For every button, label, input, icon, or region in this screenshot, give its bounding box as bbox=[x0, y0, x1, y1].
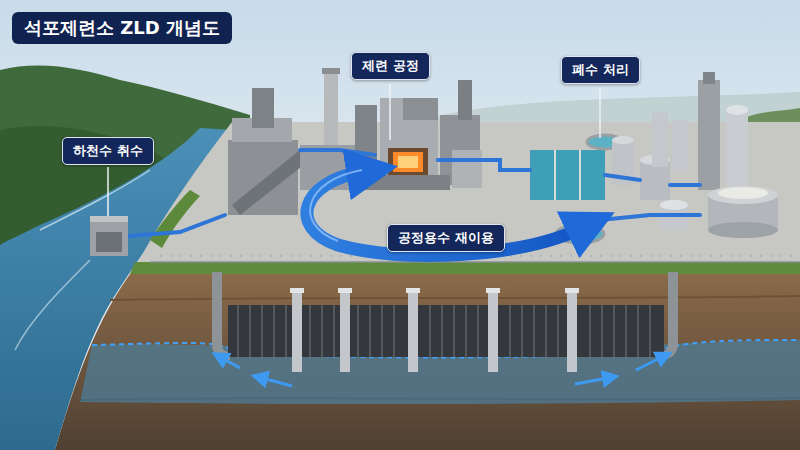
intake-structure bbox=[90, 216, 128, 256]
intake-structure bbox=[90, 216, 128, 222]
callout-box: 폐수 처리 bbox=[561, 56, 640, 84]
cutoff-wall bbox=[212, 272, 230, 360]
sky bbox=[0, 0, 800, 300]
smelting-plant bbox=[393, 152, 423, 172]
wastewater-plant bbox=[703, 72, 715, 84]
leader-lines bbox=[107, 167, 109, 216]
smelting-plant bbox=[458, 80, 472, 120]
smelting-plant bbox=[388, 148, 428, 176]
leader-lines bbox=[599, 87, 601, 138]
smelting-plant bbox=[360, 175, 450, 190]
wastewater-plant bbox=[612, 136, 634, 144]
flow-arrows bbox=[262, 378, 292, 386]
title-text: 석포제련소 ZLD 개념도 bbox=[24, 17, 220, 39]
flow-arrows bbox=[222, 358, 240, 368]
wastewater-plant bbox=[530, 150, 605, 200]
ground-section bbox=[55, 274, 800, 450]
callout-label: 제련 공정 bbox=[362, 58, 419, 74]
flow-arrows bbox=[222, 357, 662, 386]
callout-label: 공정용수 재이용 bbox=[398, 230, 494, 246]
callout-box: 하천수 취수 bbox=[62, 137, 154, 165]
blue-pipes bbox=[605, 175, 640, 180]
leader-lines bbox=[108, 84, 600, 216]
wastewater-plant bbox=[660, 200, 688, 210]
wastewater-plant bbox=[554, 150, 556, 200]
mountains bbox=[0, 65, 800, 270]
callout-label: 하천수 취수 bbox=[73, 143, 143, 159]
wastewater-plant bbox=[708, 186, 778, 204]
wastewater-plant bbox=[718, 187, 768, 199]
smelting-plant bbox=[380, 98, 438, 178]
smelting-plant bbox=[452, 150, 482, 188]
wastewater-plant bbox=[708, 222, 778, 238]
blue-pipes bbox=[438, 160, 530, 170]
wastewater-plant bbox=[672, 120, 688, 170]
wells bbox=[290, 288, 304, 293]
wastewater-plant bbox=[726, 105, 748, 115]
river bbox=[15, 260, 90, 350]
cutoff-wall bbox=[212, 272, 678, 360]
wells bbox=[338, 288, 352, 293]
reuse-loop-arrow bbox=[310, 170, 362, 241]
blue-pipes bbox=[600, 215, 700, 220]
wells bbox=[406, 288, 420, 293]
wells bbox=[488, 290, 498, 372]
callout-box: 제련 공정 bbox=[351, 52, 430, 80]
smelting-plant bbox=[322, 68, 340, 74]
ground-section bbox=[55, 274, 800, 450]
flow-arrows bbox=[636, 357, 662, 370]
smelting-plant bbox=[232, 150, 310, 215]
smelting-plant bbox=[228, 68, 482, 215]
sky bbox=[0, 0, 800, 300]
wastewater-plant bbox=[698, 80, 720, 190]
blue-pipes bbox=[128, 215, 225, 236]
intake-structure bbox=[90, 220, 128, 256]
plant-platform bbox=[150, 190, 200, 248]
wells bbox=[340, 290, 350, 372]
wastewater-plant bbox=[530, 72, 778, 243]
flow-arrows bbox=[575, 378, 608, 384]
smelting-plant bbox=[403, 98, 438, 120]
wells bbox=[565, 288, 579, 293]
blue-pipes bbox=[670, 183, 700, 187]
wastewater-plant bbox=[726, 110, 748, 190]
wells bbox=[486, 288, 500, 293]
intake-structure bbox=[96, 232, 122, 252]
plant-platform bbox=[130, 262, 800, 274]
plant-platform bbox=[150, 261, 800, 263]
title-banner: 석포제련소 ZLD 개념도 bbox=[12, 12, 232, 44]
wastewater-plant bbox=[579, 150, 581, 200]
wells bbox=[567, 290, 577, 372]
reuse-loop-arrow bbox=[307, 172, 582, 255]
wells bbox=[292, 290, 302, 372]
callout-box: 공정용수 재이용 bbox=[387, 224, 505, 252]
reuse-loop-arrow bbox=[307, 170, 582, 255]
smelting-plant bbox=[398, 156, 418, 168]
wells bbox=[290, 288, 579, 372]
leader-lines bbox=[389, 84, 391, 140]
wells bbox=[408, 290, 418, 372]
blue-pipes bbox=[300, 150, 375, 155]
callout-label: 폐수 처리 bbox=[572, 62, 629, 78]
smelting-plant bbox=[252, 88, 274, 128]
river bbox=[40, 170, 150, 230]
wastewater-plant bbox=[652, 112, 668, 167]
